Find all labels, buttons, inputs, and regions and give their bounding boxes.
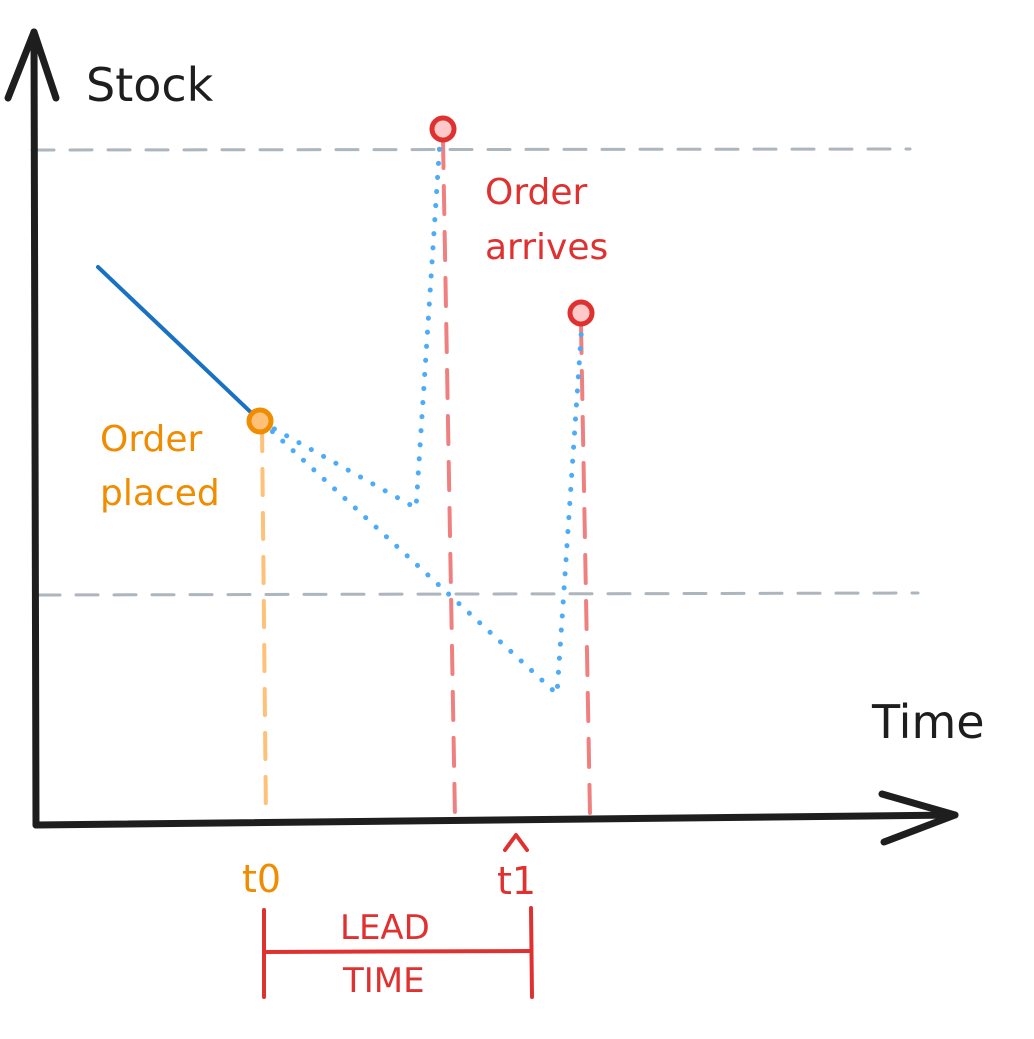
y-axis-line [30, 28, 40, 829]
x-axis-arrowhead-icon [878, 790, 959, 846]
safety-stock-reference-line [36, 591, 920, 597]
order-arrives-label-line2: arrives [485, 227, 608, 268]
x-axis-line [32, 811, 959, 829]
order-arrives-label-line1: Order [485, 172, 588, 213]
lead-time-span-line [262, 949, 533, 954]
stock-projection-path-1 [259, 137, 443, 513]
stock-projection-path-2 [259, 319, 585, 700]
order-arrives-vertical-line-1 [441, 138, 457, 820]
stock-depletion-line [96, 265, 261, 422]
x-axis-label: Time [871, 695, 985, 749]
order-arrives-marker-1 [429, 115, 457, 143]
y-axis-label: Stock [86, 58, 214, 112]
order-placed-label-line1: Order [100, 419, 203, 460]
order-arrives-vertical-line-2 [579, 323, 592, 817]
order-arrives-marker-2 [567, 299, 595, 327]
t1-tick-label: t1 [497, 859, 536, 903]
order-placed-vertical-line [260, 423, 268, 822]
t1-caret-icon [503, 833, 529, 852]
y-axis-arrowhead-icon [4, 28, 60, 102]
order-placed-marker [246, 407, 274, 435]
max-stock-reference-line [30, 147, 912, 152]
lead-time-label-line2: TIME [342, 961, 425, 1001]
order-placed-label-line2: placed [100, 473, 220, 514]
lead-time-label-line1: LEAD [340, 908, 430, 948]
t0-tick-label: t0 [242, 857, 281, 901]
